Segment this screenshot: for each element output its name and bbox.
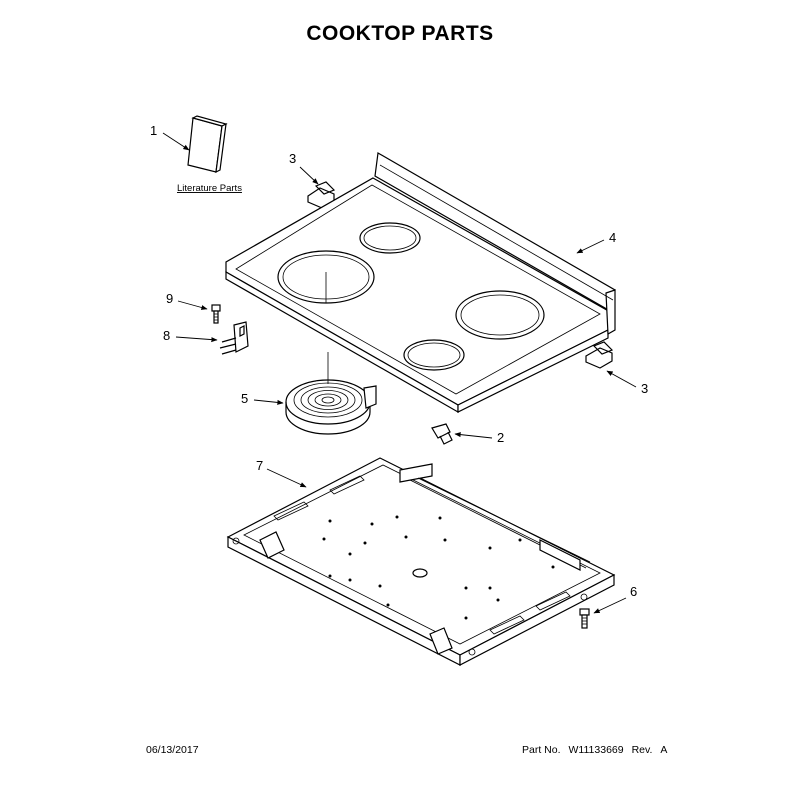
callout-6: 6: [630, 584, 637, 599]
literature-booklet-part: [187, 115, 228, 174]
burner-box-part: [226, 457, 616, 666]
leader-2: [454, 432, 493, 439]
callout-2: 2: [497, 430, 504, 445]
rev-value: A: [660, 744, 668, 756]
callout-1: 1: [150, 123, 157, 138]
part-no-label: Part No.: [522, 744, 561, 756]
clip-part-2: [431, 423, 453, 445]
callout-9: 9: [166, 291, 173, 306]
literature-parts-label: Literature Parts: [177, 183, 242, 194]
screw-part-9: [211, 304, 221, 324]
part-no-value: W11133669: [568, 744, 624, 756]
leader-7: [266, 468, 307, 488]
element-bracket-part: [219, 321, 249, 355]
page-title: COOKTOP PARTS: [306, 22, 494, 45]
callout-4: 4: [609, 230, 616, 245]
rev-label: Rev.: [631, 744, 653, 756]
footer-date: 06/13/2017: [146, 744, 199, 756]
callout-3-right: 3: [641, 381, 648, 396]
leader-3-right: [606, 370, 637, 388]
leader-8: [175, 336, 218, 343]
leader-9: [177, 300, 208, 310]
callout-7: 7: [256, 458, 263, 473]
leader-4: [576, 239, 605, 254]
leader-3-top: [299, 166, 319, 185]
bracket-part-right: [585, 341, 614, 369]
callout-8: 8: [163, 328, 170, 343]
cooktop-main-top-part: [225, 152, 616, 414]
leader-6: [593, 597, 627, 614]
leader-1: [162, 132, 190, 151]
footer-part-number: Part No. W11133669 Rev. A: [522, 744, 667, 756]
leader-5: [253, 399, 284, 405]
callout-3-top: 3: [289, 151, 296, 166]
callout-5: 5: [241, 391, 248, 406]
coil-element-part: [285, 379, 377, 435]
bracket-part-top: [307, 181, 336, 209]
screw-part-6: [579, 608, 590, 629]
